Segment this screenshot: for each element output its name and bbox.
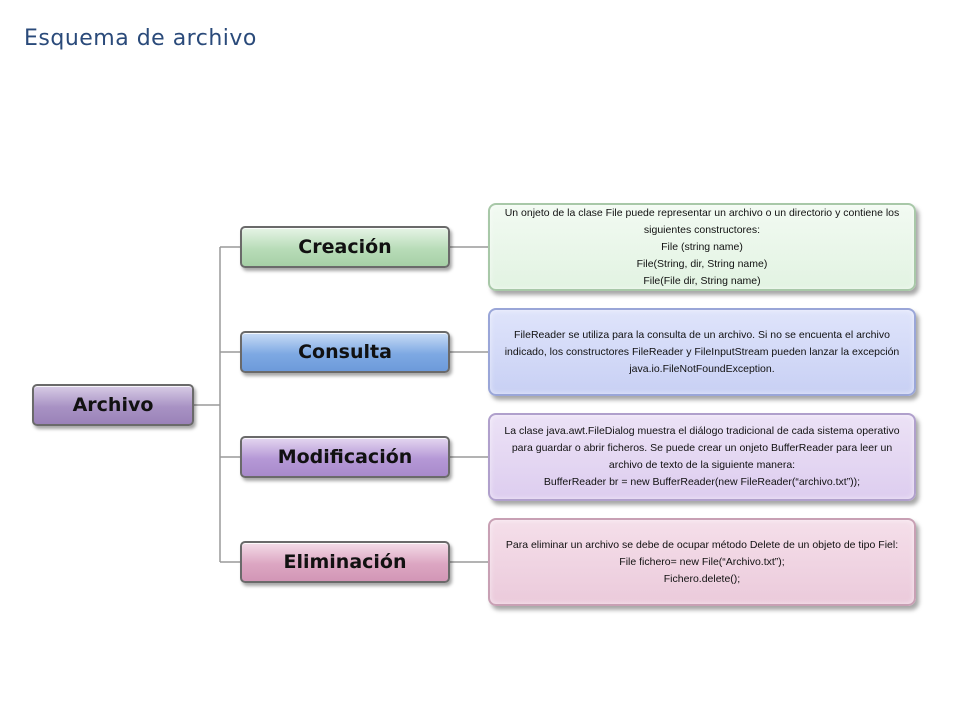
page-title: Esquema de archivo	[24, 26, 257, 51]
description-line: Fichero.delete();	[663, 572, 741, 585]
description-line: File(File dir, String name)	[643, 274, 761, 287]
description-line: File (string name)	[661, 240, 743, 253]
description-line: Un onjeto de la clase File puede represe…	[504, 206, 900, 236]
description-line: FileReader se utiliza para la consulta d…	[504, 328, 900, 375]
description-consulta: FileReader se utiliza para la consulta d…	[488, 308, 916, 396]
description-line: La clase java.awt.FileDialog muestra el …	[504, 425, 900, 471]
description-creacion: Un onjeto de la clase File puede represe…	[488, 203, 916, 291]
description-line: File fichero= new File(“Archivo.txt”);	[619, 555, 785, 568]
description-eliminacion: Para eliminar un archivo se debe de ocup…	[488, 518, 916, 606]
branch-node-consulta: Consulta	[240, 331, 450, 373]
description-line: File(String, dir, String name)	[636, 257, 768, 270]
branch-node-modificacion: Modificación	[240, 436, 450, 478]
branch-node-eliminacion: Eliminación	[240, 541, 450, 583]
description-modificacion: La clase java.awt.FileDialog muestra el …	[488, 413, 916, 501]
root-node-archivo: Archivo	[32, 384, 194, 426]
description-line: Para eliminar un archivo se debe de ocup…	[505, 538, 899, 551]
branch-node-creacion: Creación	[240, 226, 450, 268]
description-line: BufferReader br = new BufferReader(new F…	[543, 476, 861, 488]
